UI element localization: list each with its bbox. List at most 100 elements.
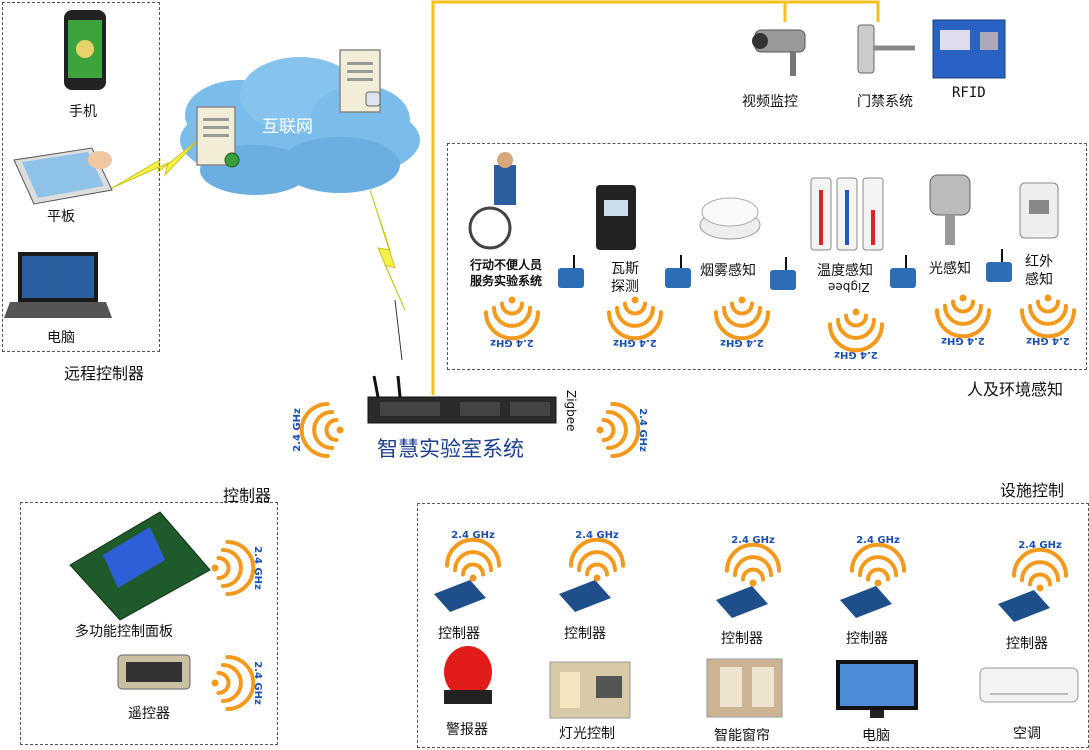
wifi-arc [733,555,773,578]
alarm-light-icon [444,646,492,704]
remote-controller-box [2,2,160,352]
wifi-arc [623,301,647,316]
xbee-module-icon [998,590,1050,622]
wifi-signal-icon: 2.4 GHz [211,655,263,711]
wifi-dot [593,574,601,582]
wifi-arc [607,310,663,341]
wifi-signal-icon: 2.4 GHz [714,296,770,348]
xbee-module-icon [434,580,486,612]
wifi-signal-icon: 2.4 GHz [1012,540,1068,592]
wifi-arc [1028,303,1068,326]
wifi-frequency-label: 2.4 GHz [720,337,764,348]
wifi-arc [741,567,765,582]
ir-label-2: 感知 [1025,272,1053,288]
gas-detector-icon [596,185,636,250]
ir-sensor-icon [1019,182,1059,239]
mobility-label-1: 行动不便人员 [470,258,543,272]
facility-controller-label: 控制器 [438,626,480,642]
wifi-dot [211,564,219,572]
sensing-title: 人及环境感知 [967,380,1064,399]
wifi-arc [605,410,628,450]
wifi-arc [836,317,876,340]
wifi-arc [445,537,501,568]
wifi-arc [858,555,898,578]
wifi-arc [492,305,532,328]
wifi-arc [714,310,770,341]
facility-controller-label: 控制器 [846,631,888,647]
wifi-dot [874,579,882,587]
wifi-signal-icon: 2.4 GHz [569,530,625,582]
wifi-arc [324,418,339,442]
wifi-frequency-label: 2.4 GHz [1018,540,1062,551]
controller-box [20,502,278,745]
facility-controller-label: 控制器 [1006,636,1048,652]
wifi-frequency-label: 2.4 GHz [1026,335,1070,346]
wifi-signal-icon: 2.4 GHz [211,540,263,596]
connector-line [431,0,880,395]
wifi-arc [943,303,983,326]
wifi-frequency-label: 2.4 GHz [731,535,775,546]
tablet-label: 平板 [47,209,75,225]
light-label: 光感知 [929,261,971,277]
wifi-arc [220,663,243,703]
wifi-arc [484,310,540,341]
wifi-signal-icon: 2.4 GHz [596,402,648,458]
wifi-signal-icon: 2.4 GHz [850,535,906,587]
lighting-label: 灯光控制 [559,726,615,742]
wifi-arc [828,322,884,353]
lighting-room-icon [549,661,631,719]
wifi-signal-icon: 2.4 GHz [1020,294,1076,346]
wifi-frequency-label: 2.4 GHz [941,335,985,346]
wifi-signal-icon: 2.4 GHz [935,294,991,346]
phone-icon [64,10,106,90]
tv-icon [836,660,918,718]
wifi-arc [585,562,609,577]
wifi-dot [1044,294,1052,302]
wifi-arc [220,548,243,588]
xbee-module-icon [716,586,768,618]
sensing-box [447,143,1087,370]
air-conditioner-icon [979,667,1079,703]
router-device [367,375,557,424]
light-sensor-icon [929,174,971,245]
internet-label: 互联网 [262,117,313,137]
wifi-signal-icon: 2.4 GHz [725,535,781,587]
wifi-arc [1036,299,1060,314]
wifi-dot [336,426,344,434]
gas-label-1: 瓦斯 [611,261,639,277]
wifi-dot [469,574,477,582]
wifi-arc [935,308,991,339]
wifi-frequency-label: 2.4 GHz [292,408,303,452]
wifi-frequency-label: 2.4 GHz [252,546,263,590]
wifi-arc [216,556,231,580]
wifi-arc [866,567,890,582]
wifi-dot [596,426,604,434]
curtain-room-icon [706,658,783,718]
wifi-frequency-label: 2.4 GHz [252,661,263,705]
facility-title: 设施控制 [1000,481,1065,500]
server-icon [339,49,381,113]
zigbee-module-icon [558,255,584,288]
wifi-dot [1036,584,1044,592]
gas-label-2: 探测 [611,279,639,295]
xbee-module-icon [840,586,892,618]
wifi-signal-icon: 2.4 GHz [484,296,540,348]
wifi-arc [216,671,231,695]
wifi-arc [1020,560,1060,583]
wifi-frequency-label: 2.4 GHz [856,535,900,546]
camera-label: 视频监控 [742,94,798,110]
pc-label: 电脑 [47,330,75,346]
smoke-label: 烟雾感知 [700,263,756,279]
phone-label: 手机 [69,104,97,120]
camera-icon [752,29,806,76]
wifi-arc [844,313,868,328]
server-icon [196,106,240,168]
wifi-arc [577,550,617,573]
wifi-arc [500,301,524,316]
panel-label: 多功能控制面板 [75,624,173,640]
ir-label-1: 红外 [1025,254,1053,270]
wifi-frequency-label: 2.4 GHz [575,530,619,541]
door-label: 门禁系统 [857,94,913,110]
wifi-frequency-label: 2.4 GHz [451,530,495,541]
